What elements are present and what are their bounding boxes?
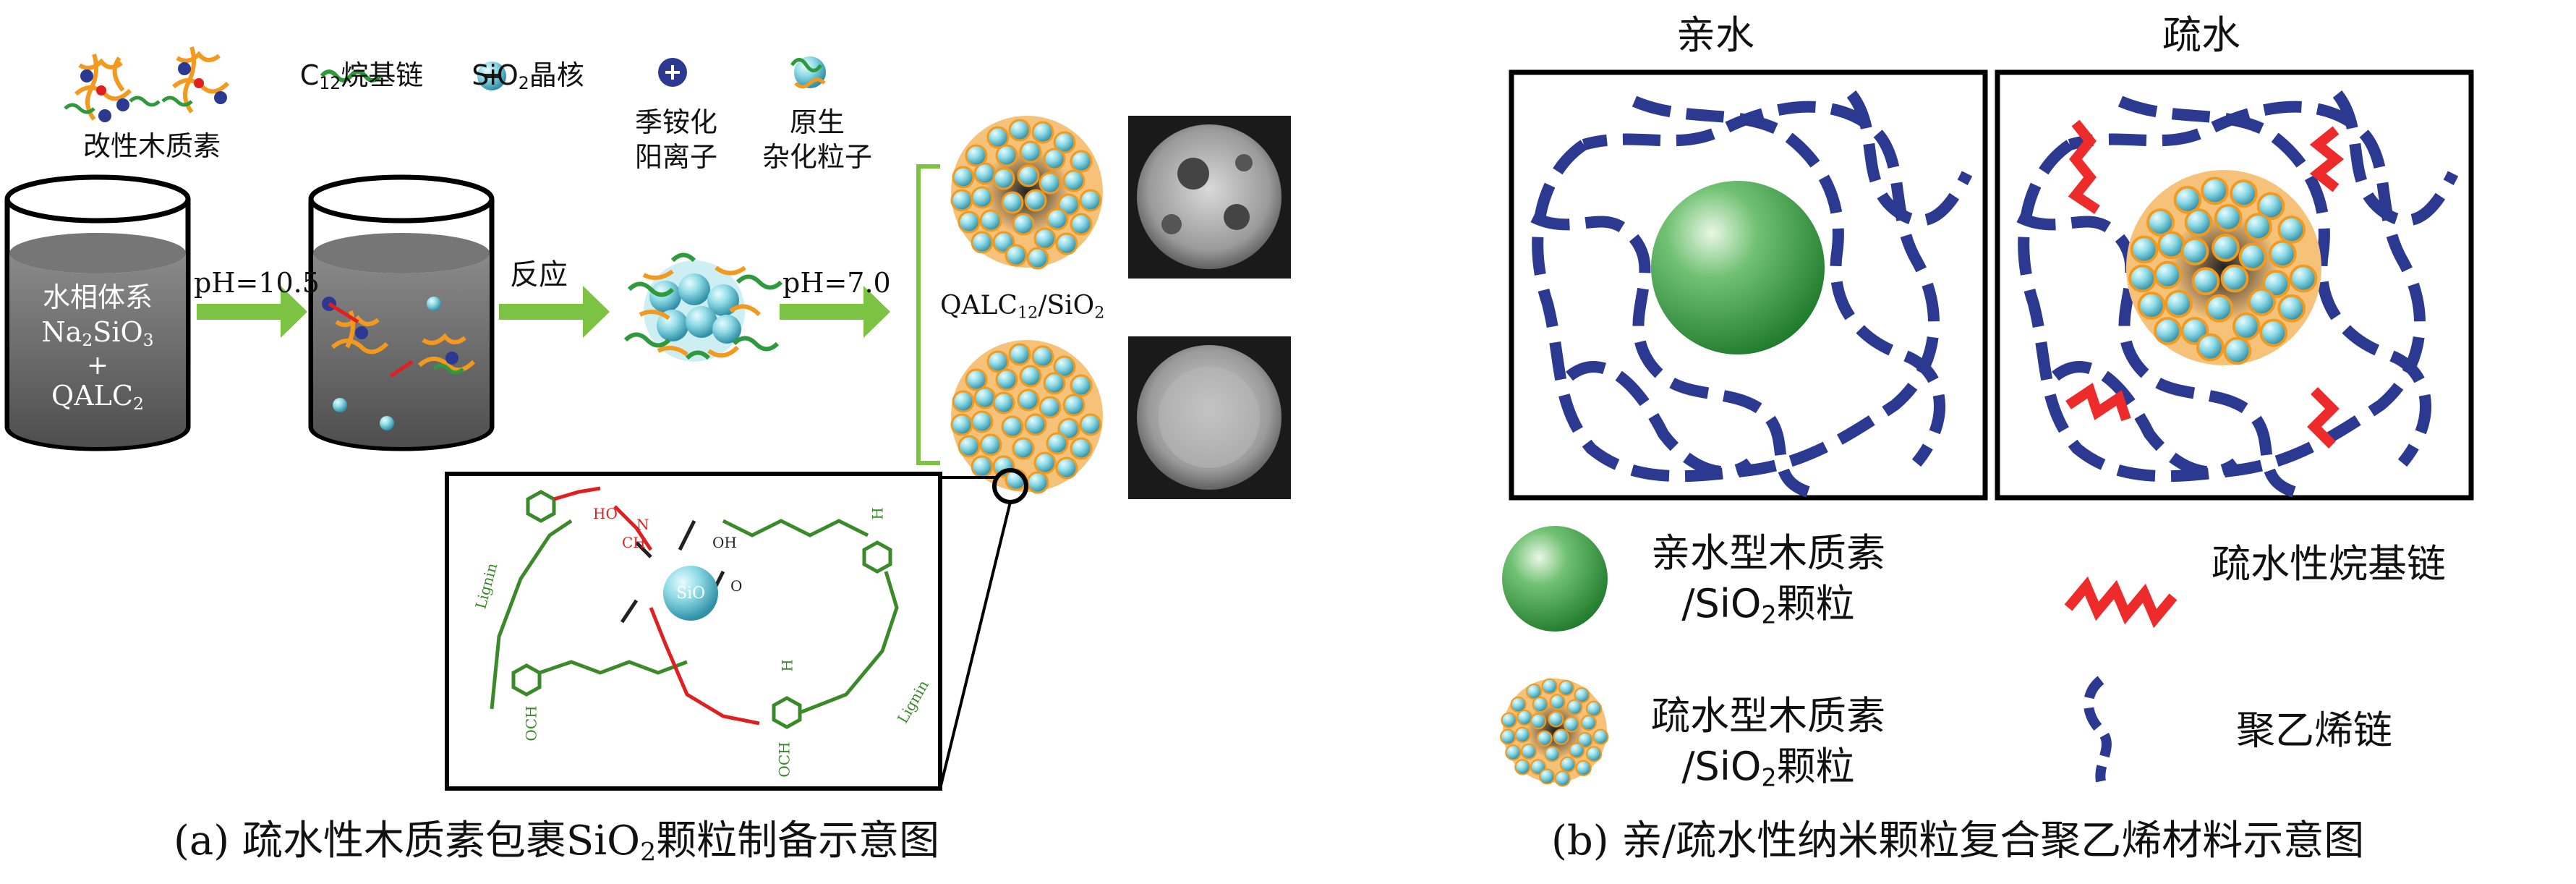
- product-label: QALC12/SiO2: [940, 291, 1105, 323]
- legend-primary-line2: 杂化粒子: [762, 141, 872, 173]
- mol-h3co-2: H: [778, 659, 796, 672]
- legend-hydrophobic-line1: 疏水型木质素: [1651, 693, 1885, 739]
- sem-image-icon: [1128, 116, 1291, 279]
- legend-sio2-core: SiO2晶核: [472, 59, 584, 93]
- zoom-line: [939, 476, 1012, 789]
- wavy-chain-icon: [2084, 676, 2112, 783]
- mol-ch3: CH: [622, 534, 646, 551]
- pe-chain-lines-left: [1530, 90, 1973, 498]
- arrow-right-icon: [780, 286, 890, 338]
- mol-och3-2: OCH: [775, 741, 793, 778]
- legend-hydrophobic-line2: /SiO2颗粒: [1681, 744, 1855, 792]
- legend-c12-chain: C12烷基链: [299, 59, 424, 93]
- arrow-right-icon: [197, 286, 307, 338]
- nanoparticle-cluster-icon: [1501, 679, 1608, 786]
- legend-primary-line1: 原生: [789, 106, 845, 138]
- sio2-core-icon: [477, 61, 506, 90]
- sem-image-icon: [1128, 336, 1291, 499]
- hydrophobic-cluster-icon: [2126, 170, 2321, 365]
- pe-chain-lines-right: [2016, 90, 2459, 498]
- nanoparticle-cluster-icon: [951, 340, 1103, 493]
- sphere-icon: [1651, 181, 1825, 354]
- mol-n-plus: N: [636, 516, 649, 533]
- mol-ho: HO: [593, 505, 618, 522]
- legend-pe-chain: 聚乙烯链: [2236, 707, 2392, 753]
- caption-a: (a) 疏水性木质素包裹SiO2颗粒制备示意图: [174, 817, 940, 867]
- beaker-text-line1: 水相体系: [42, 281, 153, 313]
- caption-b: (b) 亲/疏水性纳米颗粒复合聚乙烯材料示意图: [1551, 817, 2365, 864]
- beaker-icon: [4, 174, 191, 451]
- alkyl-chains-red: [2065, 119, 2345, 449]
- molecule-structure: [490, 486, 899, 729]
- arrow3-label: pH=7.0: [782, 267, 891, 299]
- mol-o-minus: O: [730, 577, 743, 595]
- quat-cation-icon: [658, 58, 687, 87]
- title-hydrophobic: 疏水: [2162, 12, 2240, 58]
- arrow2-label: 反应: [510, 258, 568, 292]
- mol-sio2: SiO: [676, 585, 706, 603]
- legend-modified-lignin: 改性木质素: [82, 130, 221, 162]
- arrow1-label: pH=10.5: [194, 267, 320, 299]
- arrow-right-icon: [499, 286, 610, 338]
- legend-hydrophilic-line1: 亲水型木质素: [1651, 530, 1885, 576]
- legend-quat-line1: 季铵化: [634, 106, 717, 138]
- primary-particle-icon: [790, 56, 826, 89]
- mol-oh: OH: [712, 534, 737, 551]
- mol-och3-1: OCH: [522, 705, 540, 741]
- sio2-core-molecule-icon: [663, 566, 718, 621]
- reaction-cluster-icon: [623, 252, 783, 362]
- mol-h3co-1: H: [869, 507, 887, 520]
- beaker-text-line3: +: [86, 351, 109, 381]
- wavy-chain-icon: [2064, 576, 2178, 629]
- c12-chain-icon: [320, 69, 382, 82]
- nanoparticle-cluster-icon: [950, 116, 1103, 270]
- legend-hydrophobic-chain: 疏水性烷基链: [2212, 541, 2446, 587]
- legend-hydrophilic-line2: /SiO2颗粒: [1681, 581, 1855, 629]
- sphere-icon: [1502, 526, 1608, 632]
- modified-lignin-icon: [64, 46, 230, 122]
- beaker-text-line4: QALC2: [51, 380, 144, 414]
- bracket-line: [916, 164, 940, 465]
- beaker-icon: [308, 174, 495, 451]
- beaker-text-line2: Na2SiO3: [41, 316, 154, 350]
- title-hydrophilic: 亲水: [1676, 12, 1754, 58]
- legend-quat-line2: 阳离子: [634, 141, 717, 173]
